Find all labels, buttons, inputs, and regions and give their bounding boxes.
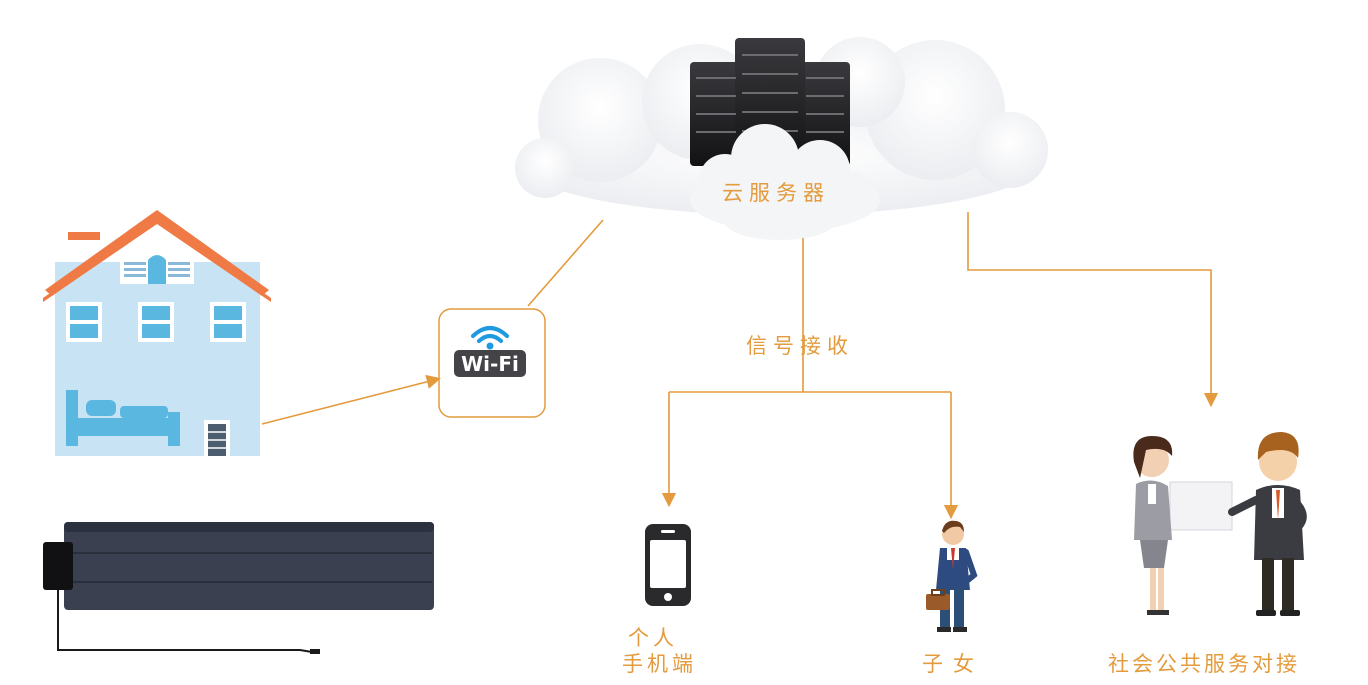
cloud-foreground-icon: [690, 124, 880, 240]
to-service-arrow: [967, 212, 1219, 408]
businessman-icon: [926, 520, 978, 632]
smartphone-icon: [645, 524, 691, 606]
service-staff-icon: [1133, 432, 1307, 616]
wifi-label: Wi-Fi: [461, 352, 519, 376]
connectors: [261, 212, 1219, 520]
wifi-router-box: Wi-Fi: [438, 308, 546, 418]
house-icon: [43, 210, 271, 456]
wifi-icon: [454, 326, 526, 377]
cloud-server-label: 云服务器: [722, 181, 830, 205]
house-to-wifi-arrow: [261, 374, 441, 425]
personal-label: 个人: [628, 626, 678, 650]
sensor-mattress-icon: [43, 522, 434, 654]
wifi-to-cloud-line: [527, 219, 604, 307]
mobile-terminal-label: 手机端: [622, 652, 697, 676]
children-label: 子女: [922, 652, 984, 676]
public-service-label: 社会公共服务对接: [1108, 652, 1300, 676]
signal-receive-label: 信号接收: [746, 334, 854, 358]
